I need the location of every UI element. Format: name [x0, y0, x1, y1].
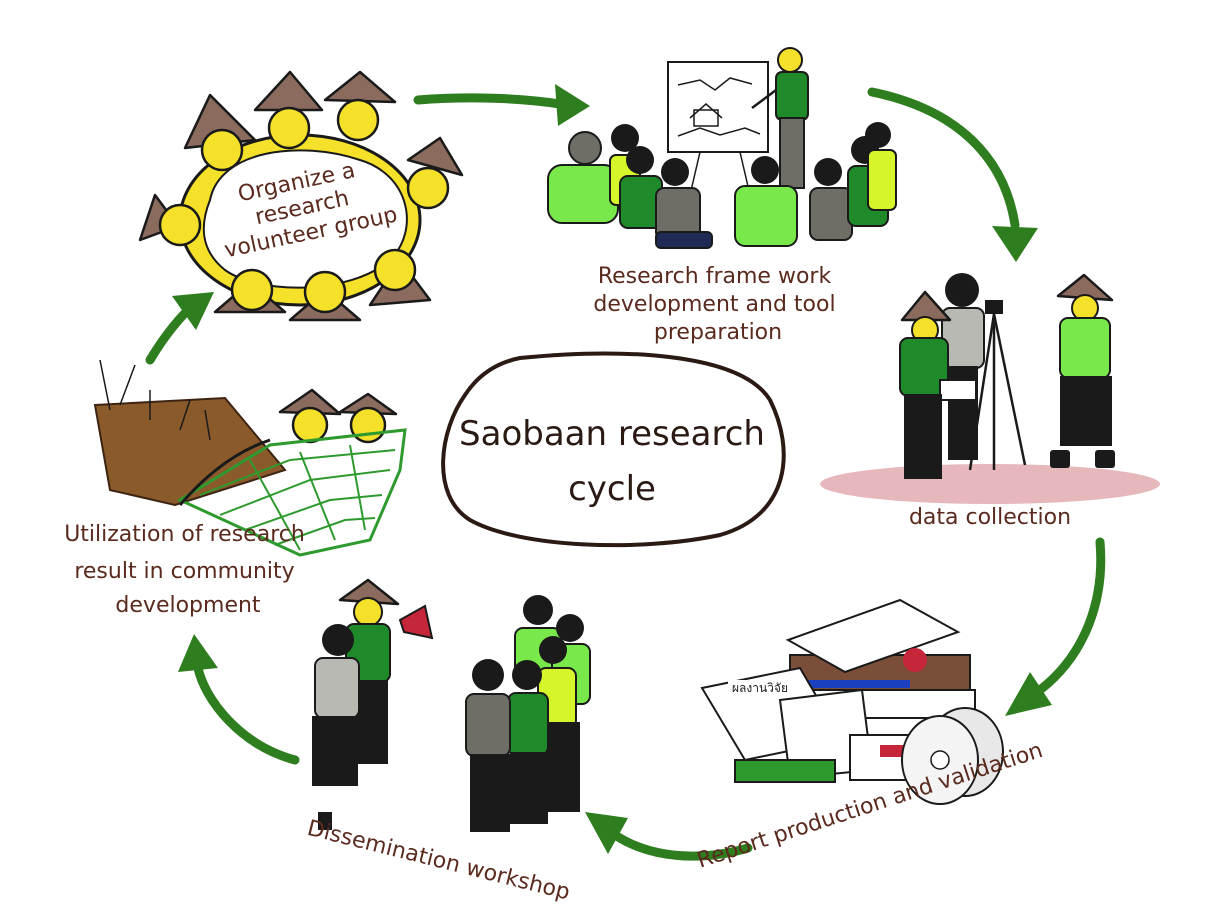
- book-title: ผลงานวิจัย: [732, 681, 788, 695]
- svg-text:Research frame work deve: Research frame work development and tool…: [593, 264, 842, 345]
- svg-text:Utilization of research: Utilization of research result in commun…: [64, 522, 312, 618]
- arrow-dissemination-to-utilization: [178, 634, 300, 765]
- center-outline: [441, 351, 786, 548]
- utilization-label-line2: result in community: [74, 559, 294, 584]
- people-circle-illustration: Organize a research volunteer group: [138, 70, 464, 322]
- arrow-utilization-to-organize: [145, 292, 214, 365]
- head-6: [368, 248, 432, 307]
- cd-discs: [901, 707, 1004, 805]
- utilization-label-line1: Utilization of research: [64, 522, 305, 547]
- presentation-illustration: Research frame work development and tool…: [547, 47, 897, 345]
- megaphone-illustration: Dissemination workshop: [305, 578, 591, 906]
- data-collection-label: data collection: [909, 505, 1071, 530]
- audience: [547, 122, 897, 249]
- framework-label-line3: preparation: [654, 320, 782, 345]
- dissemination-audience: [465, 595, 591, 832]
- cycle-arrows: [145, 84, 1106, 861]
- utilization-label-line3: development: [115, 593, 261, 618]
- rice-field-illustration: Utilization of research result in commun…: [64, 359, 407, 618]
- dissemination-label: Dissemination workshop: [305, 816, 573, 906]
- books-and-cds-illustration: ผลงานวิจัย Report production and validat…: [694, 598, 1046, 874]
- center-title-group: Saobaan research cycle: [441, 351, 786, 548]
- framework-label-line2: development and tool: [593, 292, 835, 317]
- center-title-line2: cycle: [568, 469, 656, 509]
- arrow-data-to-report: [1005, 537, 1106, 716]
- arrow-report-to-dissemination: [585, 812, 753, 861]
- head-4: [406, 136, 464, 210]
- arrow-framework-to-data: [867, 87, 1038, 262]
- arrow-organize-to-framework: [413, 84, 590, 126]
- head-7: [288, 270, 362, 322]
- head-5: [138, 193, 202, 247]
- head-1: [183, 93, 257, 172]
- camera-tripod-illustration: data collection: [820, 273, 1160, 530]
- head-2: [253, 70, 324, 150]
- framework-label-line1: Research frame work: [598, 264, 832, 289]
- head-3: [323, 70, 397, 142]
- center-title-line1: Saobaan research: [459, 414, 765, 454]
- head-8: [213, 268, 287, 314]
